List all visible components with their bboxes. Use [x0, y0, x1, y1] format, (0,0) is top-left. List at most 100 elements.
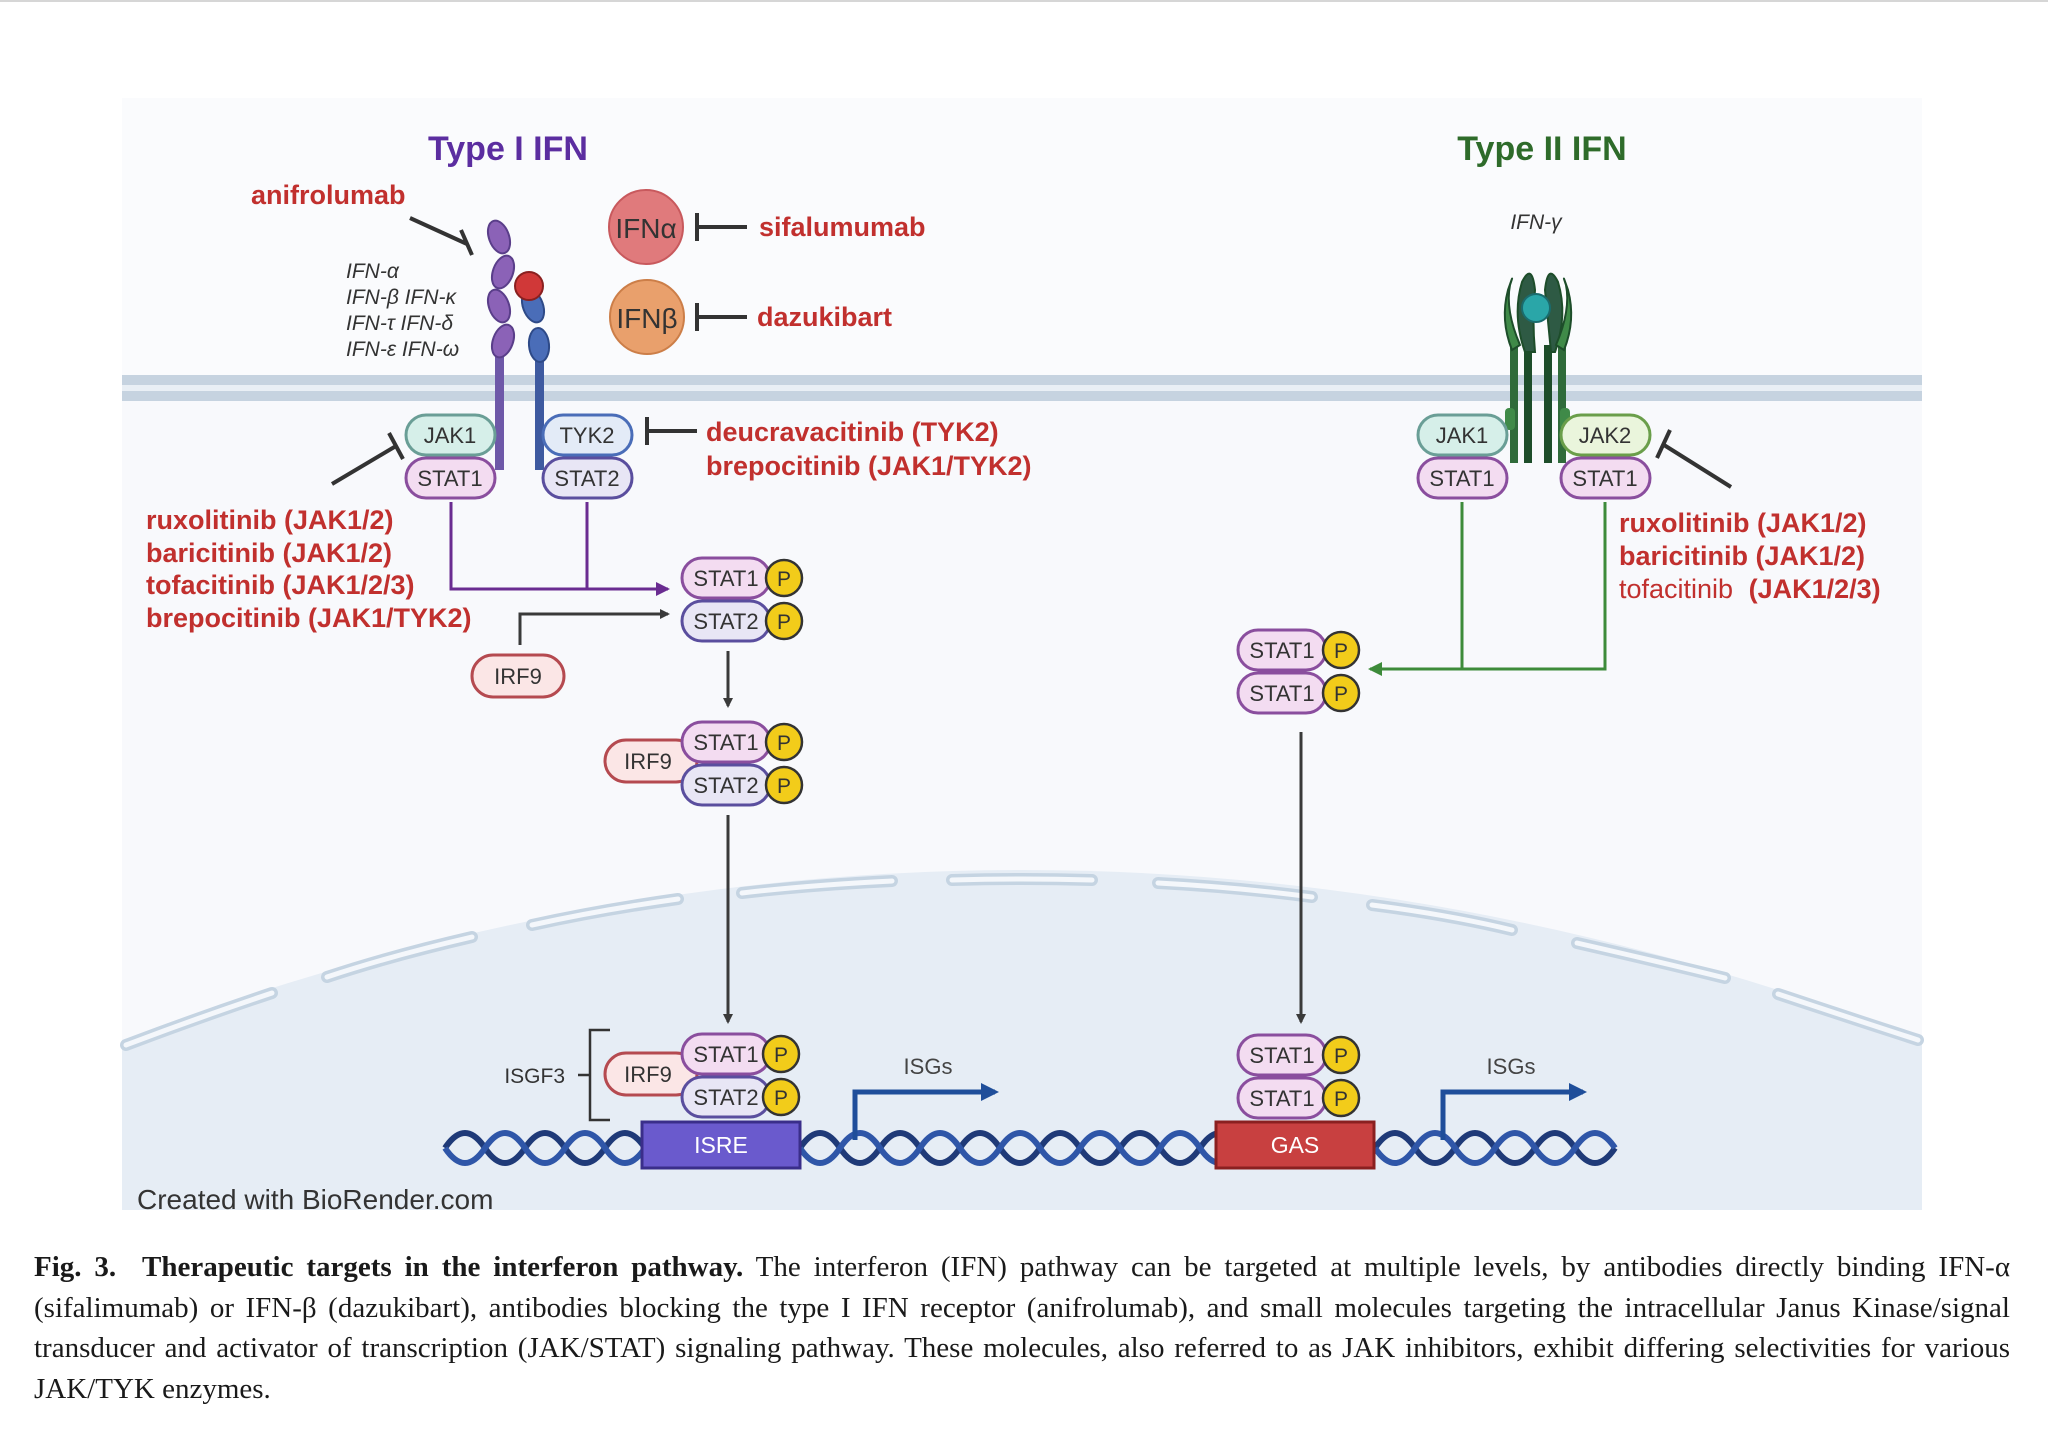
stat1p-label-2: STAT1	[693, 730, 758, 755]
brepocitinib-tyk2-label: brepocitinib (JAK1/TYK2)	[706, 451, 1032, 481]
stat1-box-right-a	[1416, 456, 1509, 500]
top-rule	[0, 0, 2048, 2]
tyk2-label: TYK2	[559, 423, 614, 448]
phospho-label-1a: P	[777, 568, 791, 591]
isgf3-bound: ISGF3 IRF9 STAT1 STAT2 P P	[504, 1028, 801, 1122]
isgf3-cytoplasm: IRF9 STAT1 STAT2 P P	[603, 720, 804, 807]
jak1-box-left	[404, 413, 497, 457]
ligand-line-4: IFN-ε IFN-ω	[346, 338, 459, 361]
dna-strand-left	[442, 1130, 1618, 1166]
gaf-bound: STAT1 STAT1 P P	[1236, 1033, 1361, 1120]
phospho-label-g1a: P	[1334, 640, 1348, 663]
irf9-box-free	[470, 653, 566, 699]
right-tofacitinib-selectivity: (JAK1/2/3)	[1749, 574, 1881, 604]
phospho-label-2a: P	[777, 732, 791, 755]
caption-body: The interferon (IFN) pathway can be targ…	[34, 1251, 2011, 1405]
phospho-label-1b: P	[777, 611, 791, 634]
stat2p-label-3: STAT2	[693, 1085, 758, 1110]
phospho-g2b	[1321, 1078, 1361, 1118]
stat2p-label-1: STAT2	[693, 609, 758, 634]
ifn-pathway-figure: Type I IFN Type II IFN IFN-α IFN-β IFN-κ…	[120, 130, 1924, 1215]
irf9-label-3: IRF9	[624, 1062, 672, 1087]
ifn-ligand-bound	[514, 271, 544, 301]
jak1-box-right	[1416, 413, 1509, 457]
drug-labels: anifrolumab sifalumumab dazukibart deucr…	[146, 180, 1881, 633]
nucleus	[122, 870, 1922, 1210]
type1-kinases: JAK1 STAT1 TYK2 STAT2	[404, 413, 634, 500]
irf9-label-2: IRF9	[624, 749, 672, 774]
stat2-box-left	[541, 456, 634, 500]
phospho-1a	[764, 558, 804, 598]
phospho-label-2b: P	[777, 775, 791, 798]
ifn-gamma-label: IFN-γ	[1510, 211, 1563, 234]
ligand-line-2: IFN-β IFN-κ	[346, 286, 457, 309]
type1-stat-dimer: STAT1 STAT2 P P	[680, 556, 804, 643]
type2-stat-dimer: STAT1 STAT1 P P	[1236, 628, 1361, 715]
gas-label: GAS	[1271, 1132, 1320, 1158]
stat1p-label-gaf-c: STAT1	[1249, 1043, 1314, 1068]
isre-label: ISRE	[694, 1132, 748, 1158]
nuclear-envelope-inner	[123, 876, 1921, 1048]
stat1-label-left: STAT1	[417, 466, 482, 491]
isre-box	[640, 1120, 802, 1170]
gas-box	[1214, 1120, 1376, 1170]
stat1p-label-1: STAT1	[693, 566, 758, 591]
biorender-credit: Created with BioRender.com	[137, 1184, 493, 1215]
irf9-label-free: IRF9	[494, 664, 542, 689]
isgs-label-left: ISGs	[904, 1054, 953, 1079]
stat1p-label-gaf-b: STAT1	[1249, 681, 1314, 706]
jak2-label: JAK2	[1579, 423, 1632, 448]
dazukibart-label: dazukibart	[757, 302, 892, 332]
isgs-label-right: ISGs	[1487, 1054, 1536, 1079]
isgf3-label: ISGF3	[504, 1065, 565, 1088]
stat1-box-right-b	[1559, 456, 1652, 500]
stat2p-label-2: STAT2	[693, 773, 758, 798]
right-ruxolitinib-label: ruxolitinib (JAK1/2)	[1619, 508, 1867, 538]
ligand-line-3: IFN-τ IFN-δ	[346, 312, 453, 335]
phospho-label-g2b: P	[1334, 1088, 1348, 1111]
stat1p-label-gaf-d: STAT1	[1249, 1086, 1314, 1111]
ifnar-receptor	[486, 219, 551, 470]
stat2-label-left: STAT2	[554, 466, 619, 491]
right-baricitinib-label: baricitinib (JAK1/2)	[1619, 541, 1865, 571]
stat1p-label-3: STAT1	[693, 1042, 758, 1067]
left-ruxolitinib-label: ruxolitinib (JAK1/2)	[146, 505, 394, 535]
phospho-2b	[764, 765, 804, 805]
jak2-box	[1559, 413, 1652, 457]
jak1-label-right: JAK1	[1436, 423, 1489, 448]
ifn-gamma-bound	[1521, 293, 1551, 323]
stat1p-label-gaf-a: STAT1	[1249, 638, 1314, 663]
type2-signal-arrows	[1368, 502, 1607, 676]
anifrolumab-label: anifrolumab	[251, 180, 406, 210]
right-tofacitinib-label: tofacitinib (JAK1/2/3)	[1619, 574, 1881, 604]
type1-title: Type I IFN	[428, 130, 588, 168]
figure-caption: Fig. 3. Therapeutic targets in the inter…	[34, 1247, 2010, 1409]
phospho-1b	[764, 601, 804, 641]
phospho-3a	[761, 1034, 801, 1074]
phospho-label-g1b: P	[1334, 683, 1348, 706]
deucravacitinib-label: deucravacitinib (TYK2)	[706, 417, 999, 447]
inhibition-bars	[330, 213, 1733, 489]
phospho-3b	[761, 1077, 801, 1117]
phospho-g1b	[1321, 673, 1361, 713]
left-brepocitinib-label: brepocitinib (JAK1/TYK2)	[146, 603, 472, 633]
stat1-label-right-a: STAT1	[1429, 466, 1494, 491]
phospho-label-3a: P	[774, 1044, 788, 1067]
left-tofacitinib-label: tofacitinib (JAK1/2/3)	[146, 570, 415, 600]
type2-kinases: JAK1 STAT1 JAK2 STAT1	[1416, 413, 1652, 500]
phospho-2a	[764, 722, 804, 762]
irf9-recruit-arrow	[518, 609, 670, 645]
phospho-g2a	[1321, 1035, 1361, 1075]
left-baricitinib-label: baricitinib (JAK1/2)	[146, 538, 392, 568]
caption-label: Fig. 3.	[34, 1251, 117, 1283]
right-tofacitinib-name: tofacitinib	[1619, 574, 1733, 604]
isgf3-bracket	[578, 1028, 610, 1122]
stat1-label-right-b: STAT1	[1572, 466, 1637, 491]
tyk2-box	[541, 413, 634, 457]
phospho-g1a	[1321, 630, 1361, 670]
stat1-box-left	[404, 456, 497, 500]
jak1-label-left: JAK1	[424, 423, 477, 448]
ligand-line-1: IFN-α	[346, 260, 400, 283]
phospho-label-g2a: P	[1334, 1045, 1348, 1068]
isgs-arrow-left	[852, 1083, 999, 1140]
